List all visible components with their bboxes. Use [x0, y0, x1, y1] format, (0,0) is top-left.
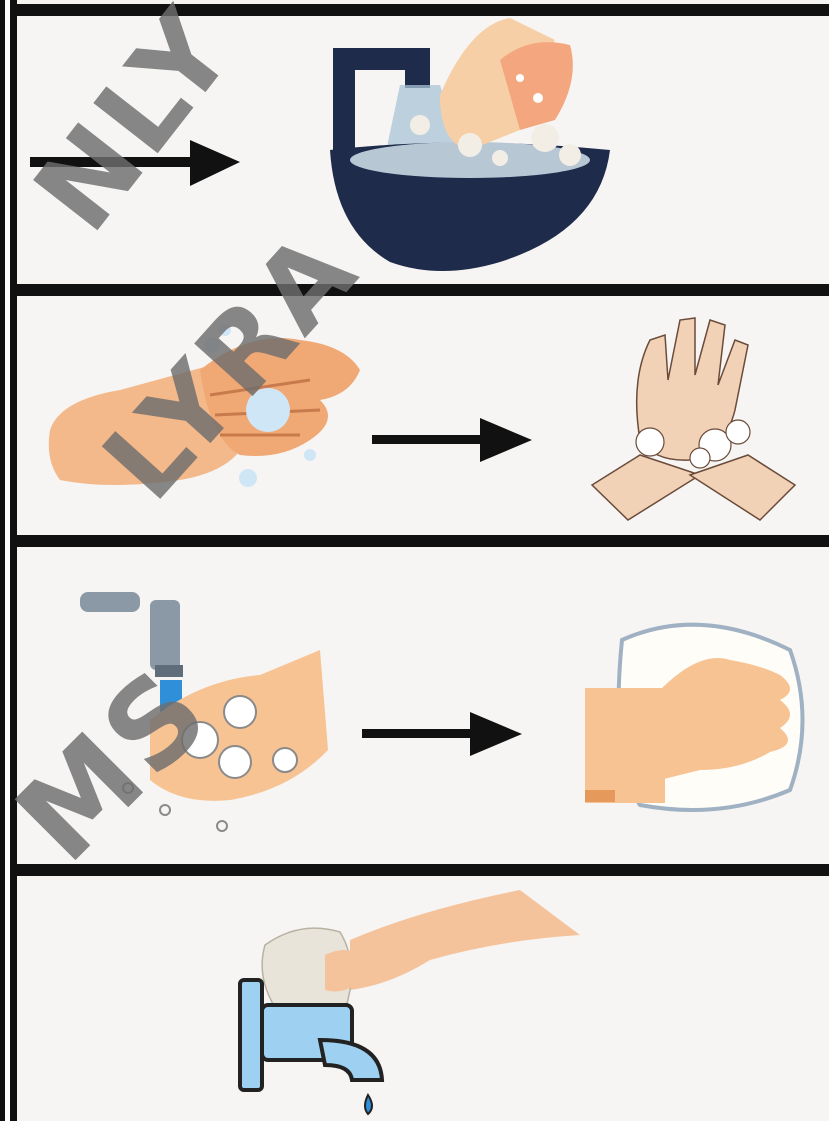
left-border-inner — [10, 0, 17, 1121]
hands-in-basin-icon — [330, 18, 610, 271]
arrow-icon — [30, 140, 240, 186]
divider-3 — [10, 864, 829, 876]
panel-4 — [240, 890, 580, 1114]
left-border-outer — [0, 0, 5, 1121]
panel-3 — [80, 592, 803, 831]
panel-1 — [30, 18, 610, 271]
arrow-icon — [372, 418, 532, 462]
divider-2 — [10, 535, 829, 547]
hand-wiping-faucet-with-paper-icon — [240, 890, 580, 1114]
crossed-wrists-foam-icon — [592, 318, 795, 520]
divider-1 — [10, 284, 829, 296]
hand-in-towel-icon — [585, 625, 803, 810]
top-border — [10, 4, 829, 16]
soapy-palms-icon — [49, 324, 360, 487]
arrow-icon — [362, 712, 522, 756]
hands-under-faucet-icon — [80, 592, 328, 831]
panel-2 — [49, 318, 795, 520]
